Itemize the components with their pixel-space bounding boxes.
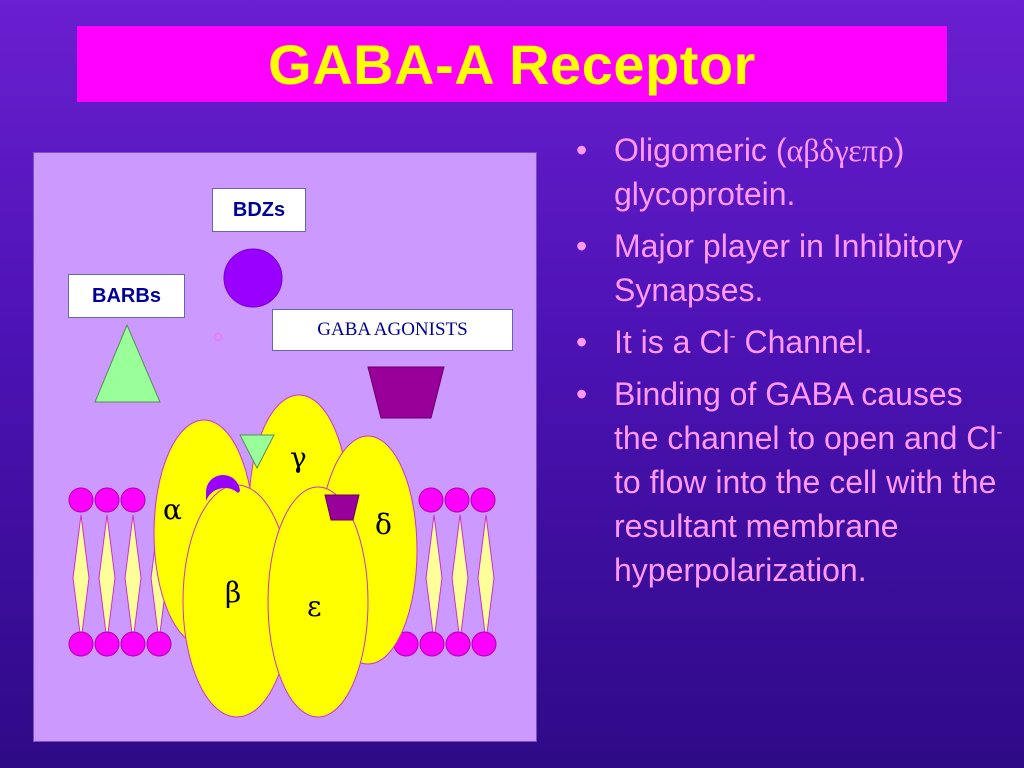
- lipid-tail: [124, 514, 142, 642]
- gamma-label: γ: [290, 441, 307, 474]
- lipid-head: [68, 631, 94, 657]
- title-bar: GABA-A Receptor: [77, 26, 947, 102]
- epsilon-label: ε: [307, 590, 322, 623]
- lipid-head: [120, 487, 146, 513]
- lipid-tail: [98, 514, 116, 642]
- lipid-head: [419, 631, 445, 657]
- membrane-right: [393, 487, 497, 657]
- bullet-text: Binding of GABA causes the channel to op…: [614, 376, 997, 456]
- bdz-ligand: [223, 248, 283, 308]
- bullet-text: ) glycoprotein.: [614, 132, 905, 212]
- gaba-agonists-label: GABA AGONISTS: [272, 309, 513, 351]
- lipid-head: [94, 487, 120, 513]
- bullet-item: Binding of GABA causes the channel to op…: [570, 372, 1010, 592]
- bullet-item: Oligomeric (αβδγεπρ) glycoprotein.: [570, 128, 1010, 216]
- bullet-text: Oligomeric (: [614, 132, 787, 168]
- lipid-head: [445, 631, 471, 657]
- greek-letters: αβδγεπρ: [786, 132, 894, 168]
- small-ligand-dot: [214, 333, 222, 341]
- lipid-tail: [451, 514, 469, 642]
- lipid-head: [470, 487, 496, 513]
- lipid-head: [68, 487, 94, 513]
- bound-bdz-site: [205, 474, 240, 501]
- bullet-item: It is a Cl- Channel.: [570, 320, 1010, 364]
- receptor-diagram-graphic: [68, 248, 497, 718]
- barb-ligand: [94, 323, 161, 403]
- lipid-head: [471, 631, 497, 657]
- superscript: -: [996, 421, 1003, 442]
- slide-title: GABA-A Receptor: [268, 32, 756, 96]
- epsilon-subunit: [267, 486, 369, 718]
- lipid-head: [418, 487, 444, 513]
- lipid-head: [444, 487, 470, 513]
- bullet-text: Channel.: [735, 324, 873, 360]
- bullet-item: Major player in Inhibitory Synapses.: [570, 224, 1010, 312]
- lipid-head: [120, 631, 146, 657]
- gaba-agonist-ligand: [367, 366, 445, 419]
- membrane-left: [68, 487, 172, 657]
- superscript: -: [729, 325, 736, 346]
- barbs-label: BARBs: [68, 274, 185, 318]
- bdzs-label: BDZs: [212, 188, 306, 232]
- bound-barb-site: [239, 434, 275, 470]
- lipid-head: [146, 631, 172, 657]
- lipid-tail: [425, 514, 443, 642]
- alpha-label: α: [163, 493, 182, 526]
- bullet-text: Major player in Inhibitory Synapses.: [614, 228, 963, 308]
- bullet-list: Oligomeric (αβδγεπρ) glycoprotein. Major…: [570, 128, 1010, 600]
- bullet-text: to flow into the cell with the resultant…: [614, 464, 997, 588]
- bullet-text: It is a Cl: [614, 324, 730, 360]
- lipid-tail: [477, 514, 495, 642]
- lipid-head: [94, 631, 120, 657]
- lipid-tail: [72, 514, 90, 642]
- beta-label: β: [225, 576, 242, 609]
- delta-label: δ: [375, 508, 392, 541]
- receptor-diagram: BDZs BARBs GABA AGONISTS γ α δ β ε: [33, 152, 537, 742]
- bound-agonist-site: [324, 494, 360, 521]
